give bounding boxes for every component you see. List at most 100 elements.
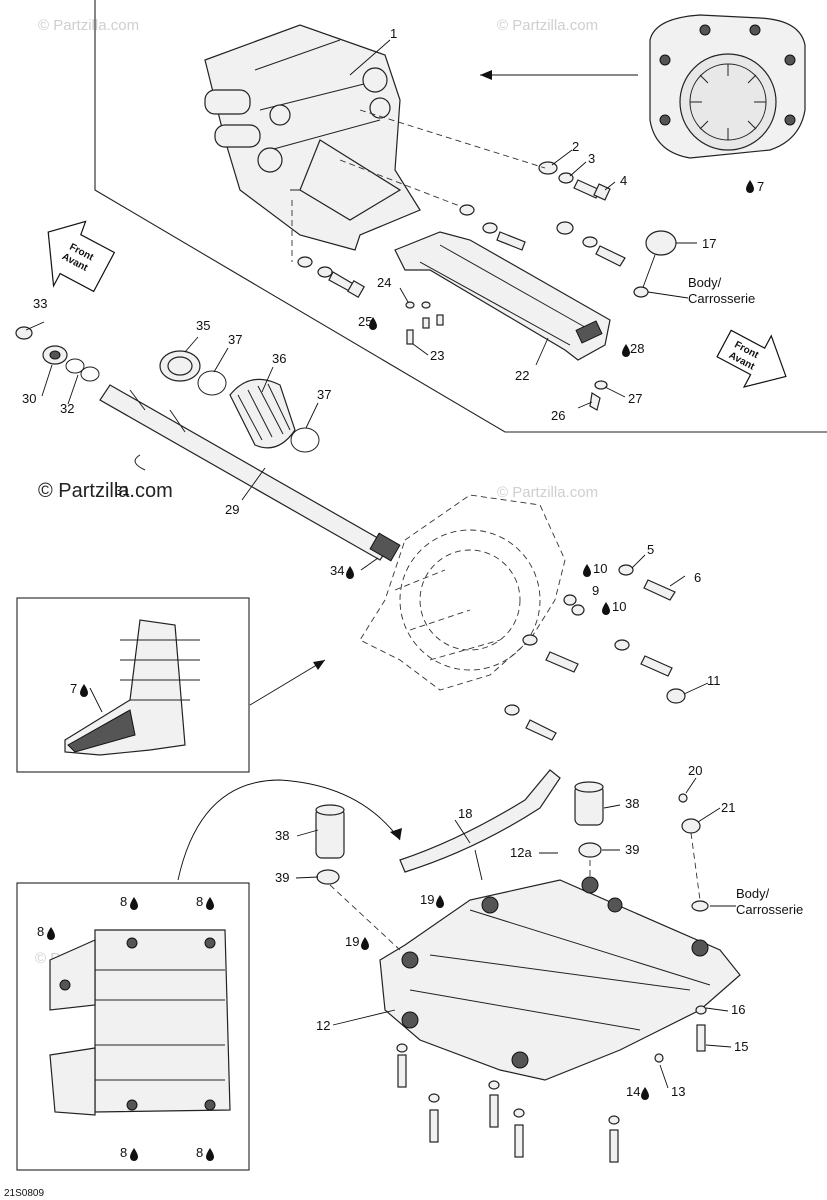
drop-icon bbox=[130, 897, 138, 910]
callout-1: 1 bbox=[390, 26, 397, 41]
callout-38-right: 38 bbox=[625, 796, 639, 811]
body-label-bottom-1: Body/ bbox=[736, 886, 770, 901]
callout-34: 34 bbox=[330, 563, 344, 578]
callout-22: 22 bbox=[515, 368, 529, 383]
callout-36: 36 bbox=[272, 351, 286, 366]
boot-36 bbox=[229, 378, 296, 449]
callout-25: 25 bbox=[358, 314, 372, 329]
circlip-31 bbox=[134, 454, 146, 471]
watermark-top-left: © Partzilla.com bbox=[38, 17, 139, 34]
grommet-21 bbox=[681, 818, 701, 834]
callout-7-detail: 7 bbox=[70, 681, 77, 696]
detail-7-arrow bbox=[249, 659, 326, 706]
drop-icon bbox=[583, 564, 591, 577]
watermark-mid-right: © Partzilla.com bbox=[497, 484, 598, 501]
seal-33 bbox=[15, 326, 33, 340]
callout-11: 11 bbox=[707, 673, 721, 688]
drop-icon bbox=[436, 895, 444, 908]
detail-box-7 bbox=[16, 597, 250, 773]
support-bracket bbox=[394, 231, 611, 361]
drop-icon bbox=[206, 897, 214, 910]
callout-29: 29 bbox=[225, 502, 239, 517]
callout-15: 15 bbox=[734, 1039, 748, 1054]
bolt-set-middle-lower bbox=[504, 634, 686, 741]
front-direction-arrow-right: Front Avant bbox=[716, 329, 787, 388]
callout-17: 17 bbox=[702, 236, 716, 251]
callout-3: 3 bbox=[588, 151, 595, 166]
callout-26: 26 bbox=[551, 408, 565, 423]
detail-box-8 bbox=[16, 882, 250, 1171]
bolt-set-5-6 bbox=[563, 564, 676, 616]
bolt-set-2-3-4 bbox=[538, 161, 611, 201]
rings-32 bbox=[65, 358, 100, 382]
callout-5: 5 bbox=[647, 542, 654, 557]
drop-icon bbox=[346, 566, 354, 579]
callout-8-left: 8 bbox=[37, 924, 44, 939]
callout-24: 24 bbox=[377, 275, 391, 290]
clamp-37-left bbox=[197, 370, 227, 396]
callout-labels: 1 2 3 4 7 17 Body/ Carrosserie 24 25 23 … bbox=[22, 26, 803, 1160]
oring-39-left bbox=[316, 869, 340, 885]
top-section-frame bbox=[94, 0, 827, 433]
callout-6: 6 bbox=[694, 570, 701, 585]
fitting-38-left bbox=[315, 804, 345, 859]
drop-icon bbox=[361, 937, 369, 950]
body-label-top-2: Carrosserie bbox=[688, 291, 755, 306]
body-label-top-1: Body/ bbox=[688, 275, 722, 290]
skid-plate-bolts bbox=[396, 1005, 707, 1163]
callout-18: 18 bbox=[458, 806, 472, 821]
callout-23: 23 bbox=[430, 348, 444, 363]
detail-7-part bbox=[64, 619, 200, 756]
drop-icon bbox=[80, 684, 88, 697]
small-washer-27 bbox=[594, 380, 608, 390]
callout-12: 12 bbox=[316, 1018, 330, 1033]
pump-housing-lower bbox=[359, 494, 566, 691]
callout-33: 33 bbox=[33, 296, 47, 311]
callout-20: 20 bbox=[688, 763, 702, 778]
cap-plug bbox=[645, 230, 677, 256]
callout-4: 4 bbox=[620, 173, 627, 188]
bracket-fasteners bbox=[405, 301, 444, 345]
body-grommet-bottom bbox=[691, 900, 709, 912]
body-label-bottom-2: Carrosserie bbox=[736, 902, 803, 917]
callout-39-left: 39 bbox=[275, 870, 289, 885]
drop-icon bbox=[622, 344, 630, 357]
callout-8-bottom-left: 8 bbox=[120, 1145, 127, 1160]
drop-icon bbox=[602, 602, 610, 615]
body-grommet-top bbox=[633, 286, 649, 298]
screw-20 bbox=[678, 793, 688, 803]
callout-38-left: 38 bbox=[275, 828, 289, 843]
callout-14: 14 bbox=[626, 1084, 640, 1099]
callout-8-top-right: 8 bbox=[196, 894, 203, 909]
skid-plate bbox=[379, 876, 741, 1081]
callout-8-top-left: 8 bbox=[120, 894, 127, 909]
callout-19-lower: 19 bbox=[345, 934, 359, 949]
drop-icon bbox=[47, 927, 55, 940]
callout-2: 2 bbox=[572, 139, 579, 154]
curved-pointer bbox=[177, 779, 401, 881]
watermark-top-right: © Partzilla.com bbox=[497, 17, 598, 34]
ring-35 bbox=[159, 350, 201, 382]
clamp-37-right bbox=[290, 427, 320, 453]
seal-30 bbox=[42, 345, 68, 365]
flange-detail-view bbox=[649, 14, 806, 159]
callout-37-right: 37 bbox=[317, 387, 331, 402]
front-direction-arrow-left: Front Avant bbox=[47, 220, 116, 293]
screw-26 bbox=[589, 392, 601, 411]
bolt-set-bracket-upper bbox=[459, 204, 626, 267]
callout-16: 16 bbox=[731, 1002, 745, 1017]
callout-12a: 12a bbox=[510, 845, 532, 860]
pump-housing-upper bbox=[204, 24, 421, 251]
drop-icon bbox=[369, 317, 377, 330]
bolt-set-housing-lower bbox=[297, 256, 366, 299]
callout-35: 35 bbox=[196, 318, 210, 333]
callout-10-upper: 10 bbox=[593, 561, 607, 576]
drop-icon bbox=[641, 1087, 649, 1100]
callout-7-top: 7 bbox=[757, 179, 764, 194]
callout-32: 32 bbox=[60, 401, 74, 416]
callout-28: 28 bbox=[630, 341, 644, 356]
strap-18 bbox=[399, 769, 561, 873]
drop-icon bbox=[130, 1148, 138, 1161]
oring-39-right bbox=[578, 842, 602, 858]
